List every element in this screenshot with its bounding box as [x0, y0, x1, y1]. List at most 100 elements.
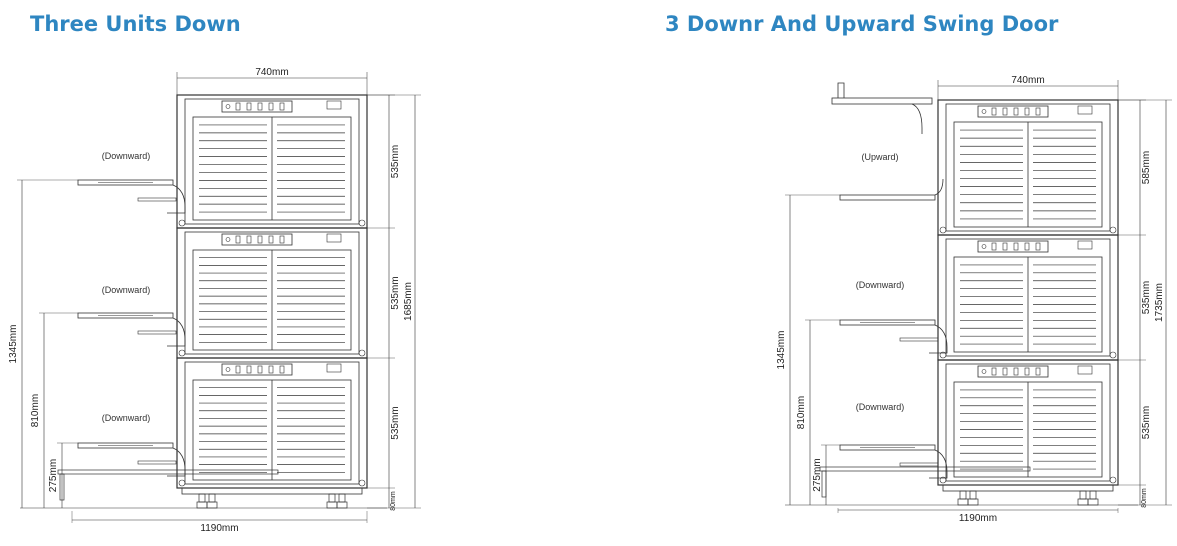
oven-unit — [937, 234, 1119, 361]
control-button — [246, 365, 252, 374]
swing-door — [839, 319, 948, 354]
oven-inner-frame — [945, 363, 1111, 482]
door-hinge-arm — [929, 324, 948, 354]
dim-label-door-height: 810mm — [796, 396, 807, 429]
corner-bolt — [178, 349, 186, 357]
dim-label-unit-height: 535mm — [390, 276, 401, 309]
control-button — [1035, 242, 1041, 251]
corner-bolt — [1109, 226, 1117, 234]
caster-foot — [196, 501, 208, 509]
caster-foot — [1077, 498, 1089, 506]
caster-leg — [1089, 490, 1097, 500]
bottom-shelf — [57, 469, 279, 475]
door-lower-bar — [137, 330, 177, 335]
dim-label-total-height: 1735mm — [1154, 283, 1165, 322]
caster-leg — [969, 490, 977, 500]
door-hinge-arm — [934, 178, 944, 196]
door-lower-bar — [899, 462, 939, 467]
oven-inner-frame — [184, 98, 360, 225]
control-button — [991, 367, 997, 376]
control-button — [268, 235, 274, 244]
dim-label-width-top: 740mm — [1011, 75, 1044, 86]
swing-door — [77, 312, 186, 347]
control-button — [1002, 367, 1008, 376]
control-button — [1002, 107, 1008, 116]
corner-bolt — [1109, 476, 1117, 484]
control-button — [257, 102, 263, 111]
corner-bolt — [358, 349, 366, 357]
swing-door — [77, 179, 186, 214]
control-button — [1013, 242, 1019, 251]
oven-unit — [937, 99, 1119, 236]
door-lower-bar — [137, 460, 177, 465]
oven-unit — [176, 357, 368, 489]
control-button — [1002, 242, 1008, 251]
dim-label-width-bottom: 1190mm — [200, 523, 238, 534]
control-button — [991, 242, 997, 251]
control-button — [991, 107, 997, 116]
dim-label-unit-height: 535mm — [1141, 406, 1152, 439]
display-window — [326, 233, 342, 243]
oven-inner-frame — [184, 231, 360, 355]
dim-label-unit-height: 535mm — [390, 406, 401, 439]
door-label: (Upward) — [861, 152, 898, 162]
dim-label-unit-height: 535mm — [1141, 281, 1152, 314]
caster-foot — [1087, 498, 1099, 506]
dim-label-door-height: 1345mm — [8, 325, 19, 364]
control-button — [246, 102, 252, 111]
stand-frame — [942, 484, 1114, 492]
caster-leg — [338, 493, 346, 503]
door-rail — [77, 312, 174, 319]
caster-leg — [1079, 490, 1087, 500]
control-button — [257, 365, 263, 374]
control-panel — [221, 233, 293, 246]
control-button — [1035, 367, 1041, 376]
dim-label-width-top: 740mm — [255, 67, 288, 78]
dim-label-door-height: 810mm — [30, 394, 41, 427]
dim-label-door-height: 275mm — [48, 459, 59, 492]
door-rail — [839, 444, 936, 451]
control-button — [279, 102, 285, 111]
display-window — [1077, 105, 1093, 115]
caster-leg — [198, 493, 206, 503]
dim-label-unit-height: 535mm — [390, 145, 401, 178]
control-button — [1024, 107, 1030, 116]
upward-door-arm — [911, 103, 923, 134]
upward-door-panel — [831, 97, 933, 105]
control-button — [1035, 107, 1041, 116]
oven-inner-frame — [184, 361, 360, 485]
corner-bolt — [178, 219, 186, 227]
door-hinge-arm — [929, 449, 948, 479]
control-button — [1024, 242, 1030, 251]
right-diagram-title: 3 Downr And Upward Swing Door — [665, 12, 1059, 36]
oven-unit — [176, 227, 368, 359]
right-diagram: 740mm(Upward)(Downward)(Downward)585mm53… — [776, 75, 1172, 524]
oven-inner-frame — [945, 103, 1111, 232]
control-panel — [221, 100, 293, 113]
display-window — [326, 363, 342, 373]
door-rail — [839, 194, 936, 201]
dim-label-door-height: 1345mm — [776, 331, 787, 370]
control-button — [246, 235, 252, 244]
door-lower-bar — [899, 337, 939, 342]
dim-label-unit-height: 585mm — [1141, 151, 1152, 184]
control-dial — [225, 367, 231, 372]
door-label: (Downward) — [856, 280, 905, 290]
caster-foot — [326, 501, 338, 509]
door-label: (Downward) — [102, 413, 151, 423]
corner-bolt — [358, 479, 366, 487]
control-panel — [977, 240, 1049, 253]
corner-bolt — [939, 351, 947, 359]
control-button — [235, 102, 241, 111]
oven-inner-frame — [945, 238, 1111, 357]
caster-leg — [328, 493, 336, 503]
left-diagram-title: Three Units Down — [30, 12, 241, 36]
caster-foot — [336, 501, 348, 509]
door-label: (Downward) — [102, 285, 151, 295]
left-diagram: 740mm(Downward)(Downward)(Downward)535mm… — [8, 67, 421, 534]
door-rail — [839, 319, 936, 326]
caster-foot — [967, 498, 979, 506]
corner-bolt — [1109, 351, 1117, 359]
dim-label-total-height: 1685mm — [403, 282, 414, 321]
door-lower-bar — [137, 197, 177, 202]
